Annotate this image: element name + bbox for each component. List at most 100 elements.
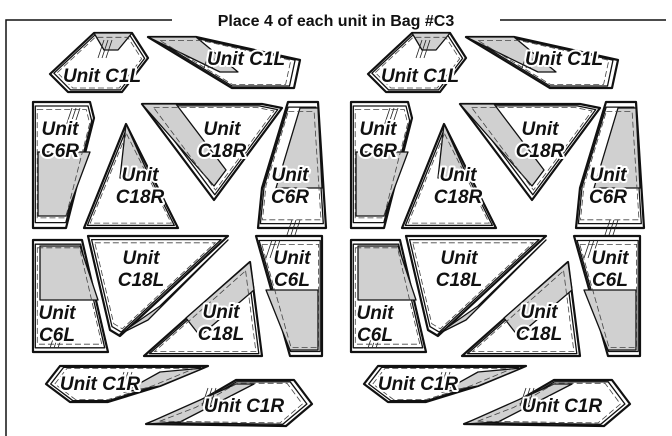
right-set-c6r-right [574,100,646,239]
left-set-label-c18r-top-halo: C18R [198,141,247,162]
left-set-c6l-left [31,238,110,354]
left-set-label-c1l-b-text: Unit C1L [207,49,285,70]
left-set-label-c6l-left-halo: C6L [39,325,75,346]
right-set-label-c6r-right-text: C6R [589,187,627,208]
right-set-label-c6l-left-halo: C6L [357,325,393,346]
right-set-label-c18l-bot-halo: C18L [516,324,562,345]
left-set-c1r-a [44,364,210,404]
right-set-c18l-top [404,234,548,338]
right-set-label-c1r-a-text: Unit C1R [378,374,459,395]
left-set-label-c6r-right-halo: C6R [271,187,309,208]
left-set-c1r-b [144,378,314,428]
left-set-label-c18l-bot-text: C18L [198,324,244,345]
left-set-c6r-left [31,100,96,230]
left-set-label-c6r-left-text: Unit [42,119,80,140]
left-set-label-c1r-b-text: Unit C1R [204,396,285,417]
left-set-label-c18r-top-text: C18R [198,141,247,162]
right-set-label-c1r-b-text: Unit C1R [522,396,603,417]
left-set-label-c6l-right-text: Unit [274,248,312,269]
left-set-label-c6r-right-text: Unit [272,165,310,186]
left-set-label-c1l-a-text: Unit C1L [63,66,141,87]
right-set-label-c6r-right-halo: C6R [589,187,627,208]
left-set-label-c6r-left-halo: C6R [41,141,79,162]
right-set-c6l-left [349,238,428,354]
right-set-label-c1l-b-halo: Unit C1L [525,49,603,70]
left-set-label-c6r-left-halo: Unit [42,119,80,140]
right-set-label-c18l-top-halo: C18L [436,270,482,291]
left-set-label-c18r-top-text: Unit [204,119,242,140]
right-set-c18l-bot [460,260,582,358]
left-set-c1l-b [146,35,302,90]
right-set-c1r-b [462,378,632,428]
left-set-label-c1r-b-halo: Unit C1R [204,396,285,417]
right-set-label-c18r-top-halo: Unit [522,119,560,140]
right-set-label-c6l-right-halo: Unit [592,248,630,269]
left-set-label-c6r-right-text: C6R [271,187,309,208]
right-set-label-c6r-right-halo: Unit [590,165,628,186]
left-set-label-c1r-a-halo: Unit C1R [60,374,141,395]
right-set-label-c18l-top-text: C18L [436,270,482,291]
left-set-label-c18l-bot-halo: Unit [203,302,241,323]
right-set-label-c18l-top-text: Unit [441,248,479,269]
right-set-label-c1l-a-text: Unit C1L [381,66,459,87]
left-set-label-c18l-top-text: Unit [123,248,161,269]
left-set-label-c6l-left-halo: Unit [39,303,77,324]
left-set-c18r-mid [82,122,180,230]
left-set-label-c18l-top-halo: Unit [123,248,161,269]
left-set-c18l-bot [142,260,264,358]
left-set-label-c1l-b-halo: Unit C1L [207,49,285,70]
right-set-c1l-b [464,35,620,90]
right-set-label-c6r-left-text: Unit [360,119,398,140]
right-set-label-c18r-top-text: Unit [522,119,560,140]
left-set-label-c18r-mid-halo: C18R [116,187,165,208]
right-set-label-c18l-top-halo: Unit [441,248,479,269]
left-set-label-c6r-left-text: C6R [41,141,79,162]
right-set-label-c6r-left-text: C6R [359,141,397,162]
left-set-label-c6l-right-text: C6L [274,270,310,291]
left-set-label-c6l-left-text: Unit [39,303,77,324]
left-set-c18l-top [86,234,230,338]
left-set-label-c18r-mid-text: C18R [116,187,165,208]
right-set-c1r-a [362,364,528,404]
right-set-c18r-mid [400,122,498,230]
right-set-label-c18l-bot-halo: Unit [521,302,559,323]
left-set-label-c18l-bot-halo: C18L [198,324,244,345]
right-set-label-c6l-right-text: C6L [592,270,628,291]
pattern-pieces [31,31,646,428]
right-set-label-c18r-top-text: C18R [516,141,565,162]
right-set-label-c1r-a-halo: Unit C1R [378,374,459,395]
frame-left-line [5,19,172,436]
right-set-label-c6l-left-halo: Unit [357,303,395,324]
left-set-label-c6r-right-halo: Unit [272,165,310,186]
right-set-label-c6r-left-halo: C6R [359,141,397,162]
right-set-label-c18r-mid-halo: C18R [434,187,483,208]
bag-frame: Place 4 of each unit in Bag #C3 [5,13,666,436]
left-set-label-c6l-right-halo: Unit [274,248,312,269]
right-set-label-c18r-mid-text: Unit [440,165,478,186]
left-set-c1l-a [48,31,150,94]
right-set-label-c18r-top-halo: C18R [516,141,565,162]
left-set-label-c1l-a-halo: Unit C1L [63,66,141,87]
right-set-label-c6r-right-text: Unit [590,165,628,186]
right-set-label-c6r-left-halo: Unit [360,119,398,140]
left-set-label-c18l-bot-text: Unit [203,302,241,323]
